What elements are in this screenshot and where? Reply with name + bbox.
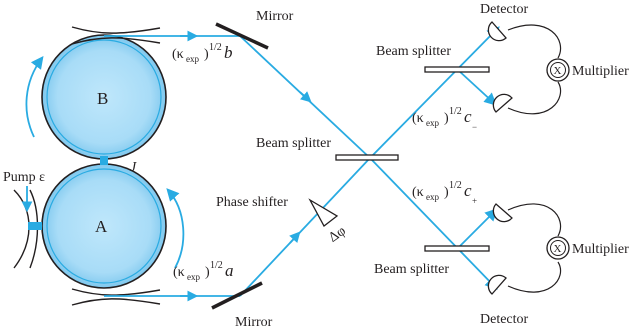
mirror-bottom-label: Mirror (235, 315, 273, 330)
mirror-bottom (211, 281, 263, 310)
svg-text:): ) (205, 265, 210, 280)
svg-text:(κ: (κ (172, 47, 184, 62)
wire-top-upper (507, 24, 562, 59)
svg-text:c: c (464, 107, 472, 126)
svg-text:+: + (472, 196, 477, 206)
resonator-a-label: A (95, 217, 108, 236)
beam-splitter-bottom (424, 245, 490, 252)
beam-b-path (104, 30, 371, 159)
beam-splitter-bottom-label: Beam splitter (374, 262, 449, 277)
pump-label: Pump ε (3, 170, 45, 185)
svg-text:1/2: 1/2 (210, 260, 223, 271)
detector-bottom-1 (492, 203, 513, 223)
multiplier-bottom-symbol: X (554, 243, 562, 255)
beam-splitter-top-label: Beam splitter (376, 44, 451, 59)
svg-text:): ) (444, 111, 449, 126)
beam-splitter-center (335, 154, 399, 161)
svg-text:1/2: 1/2 (449, 180, 462, 191)
svg-text:exp: exp (426, 118, 439, 128)
pump-waveguide (13, 189, 42, 269)
multiplier-top-label: Multiplier (572, 64, 629, 79)
svg-text:(κ: (κ (412, 185, 424, 200)
beam-output-lower (369, 157, 498, 290)
multiplier-top-symbol: X (554, 65, 562, 77)
beam-output-upper (369, 26, 500, 159)
phase-shifter-label: Phase shifter (216, 195, 288, 210)
wire-top-lower (507, 81, 562, 115)
mirror-top (215, 22, 269, 50)
svg-text:(κ: (κ (173, 265, 185, 280)
beam-a-path (104, 157, 371, 302)
field-label-c-minus: (κ exp ) 1/2 c − (412, 106, 477, 132)
detector-bottom-2 (487, 274, 507, 295)
multiplier-top: X (546, 58, 570, 82)
resonator-b-label: B (97, 89, 108, 108)
svg-text:1/2: 1/2 (449, 106, 462, 117)
svg-text:exp: exp (186, 54, 199, 64)
svg-text:c: c (464, 181, 472, 200)
detector-top-2 (492, 93, 513, 113)
coupling-label: J (130, 160, 137, 175)
detector-top-1 (487, 21, 507, 42)
coupling-neck (100, 156, 108, 165)
field-label-a: (κ exp ) 1/2 a (173, 260, 234, 282)
svg-text:exp: exp (426, 192, 439, 202)
detector-top-label: Detector (480, 2, 529, 17)
rotation-arrow-a (166, 188, 185, 269)
resonator-b (41, 34, 167, 160)
wire-bottom-lower (507, 261, 562, 293)
field-label-b: (κ exp ) 1/2 b (172, 42, 233, 64)
field-label-c-plus: (κ exp ) 1/2 c + (412, 180, 477, 206)
phase-shifter (308, 198, 339, 227)
svg-text:1/2: 1/2 (209, 42, 222, 53)
svg-text:exp: exp (187, 272, 200, 282)
svg-text:): ) (204, 47, 209, 62)
svg-text:(κ: (κ (412, 111, 424, 126)
beam-splitter-center-label: Beam splitter (256, 136, 331, 151)
mirror-top-label: Mirror (256, 9, 294, 24)
detector-bottom-label: Detector (480, 312, 529, 327)
multiplier-bottom-label: Multiplier (572, 242, 629, 257)
svg-text:): ) (444, 185, 449, 200)
waveguide-top (71, 26, 161, 45)
svg-text:b: b (224, 43, 233, 62)
svg-text:a: a (225, 261, 234, 280)
waveguide-bottom (71, 288, 161, 306)
rotation-arrow-b (25, 55, 44, 138)
svg-text:−: − (472, 122, 477, 132)
beam-splitter-top (424, 66, 490, 73)
wire-bottom-upper (507, 203, 562, 237)
multiplier-bottom: X (546, 236, 570, 260)
phase-symbol: Δφ (326, 224, 349, 246)
